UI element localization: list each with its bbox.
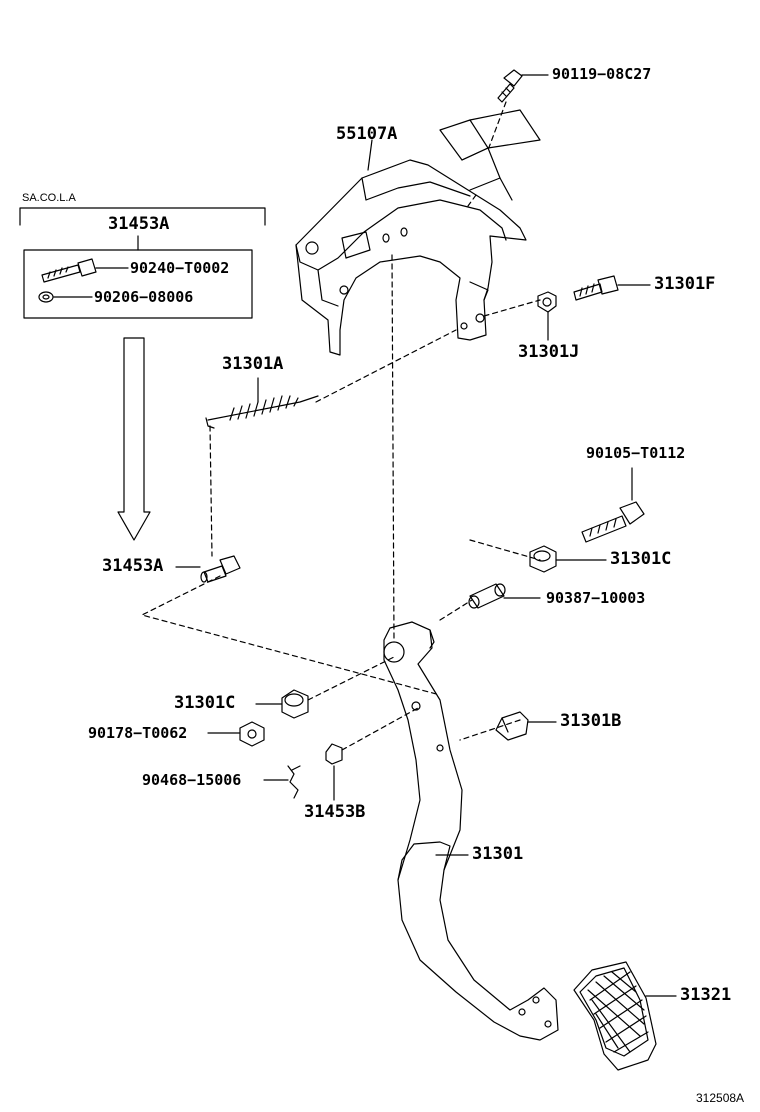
pedal-arm-shape bbox=[383, 621, 559, 1041]
collar-j-icon bbox=[537, 291, 557, 313]
top-bolt-icon bbox=[497, 69, 523, 103]
kit-bracket-line bbox=[19, 207, 266, 226]
sleeve-icon bbox=[468, 583, 506, 609]
kit-note: SA.CO.L.A bbox=[22, 192, 76, 204]
spring-icon bbox=[205, 395, 319, 429]
part-label-bush-c-right: 31301C bbox=[610, 549, 672, 569]
nut-icon bbox=[239, 721, 265, 747]
part-label-pedal-arm: 31301 bbox=[472, 844, 524, 864]
bush-c-left-icon bbox=[281, 689, 309, 719]
dashed-guides bbox=[141, 101, 541, 751]
part-label-bush-c-left: 31301C bbox=[174, 693, 236, 713]
stopper-icon bbox=[495, 711, 529, 741]
part-label-bolt-right: 90105−T0112 bbox=[586, 444, 686, 462]
pin-icon bbox=[200, 555, 241, 583]
bolt-f-icon bbox=[573, 275, 619, 301]
kit-bolt-icon bbox=[41, 258, 97, 283]
part-label-stopper: 31301B bbox=[560, 711, 622, 731]
part-label-clip: 90468−15006 bbox=[142, 771, 242, 789]
part-label-nut: 90178−T0062 bbox=[88, 724, 188, 742]
part-label-cushion: 31453B bbox=[304, 802, 366, 822]
part-label-pedal-pad: 31321 bbox=[680, 985, 732, 1005]
figure-id: 312508A bbox=[696, 1091, 745, 1105]
kit-item-label-washer: 90206−08006 bbox=[94, 288, 194, 306]
bracket-shape bbox=[295, 109, 541, 356]
kit-item-label-bolt: 90240−T0002 bbox=[130, 259, 230, 277]
cushion-icon bbox=[325, 743, 343, 765]
clip-icon bbox=[287, 765, 301, 799]
part-label-collar-j: 31301J bbox=[518, 342, 580, 362]
part-label-spring: 31301A bbox=[222, 354, 284, 374]
part-label-bracket: 55107A bbox=[336, 124, 398, 144]
bolt-right-icon bbox=[581, 501, 645, 543]
kit-washer-icon bbox=[38, 291, 54, 303]
part-label-sleeve: 90387−10003 bbox=[546, 589, 646, 607]
bush-c-right-icon bbox=[529, 545, 557, 573]
part-label-pin: 31453A bbox=[102, 556, 164, 576]
pedal-pad-shape bbox=[573, 961, 657, 1071]
part-label-bolt-f: 31301F bbox=[654, 274, 716, 294]
part-label-bolt-top: 90119−08C27 bbox=[552, 65, 652, 83]
down-arrow bbox=[117, 337, 151, 541]
kit-label: 31453A bbox=[108, 214, 170, 234]
